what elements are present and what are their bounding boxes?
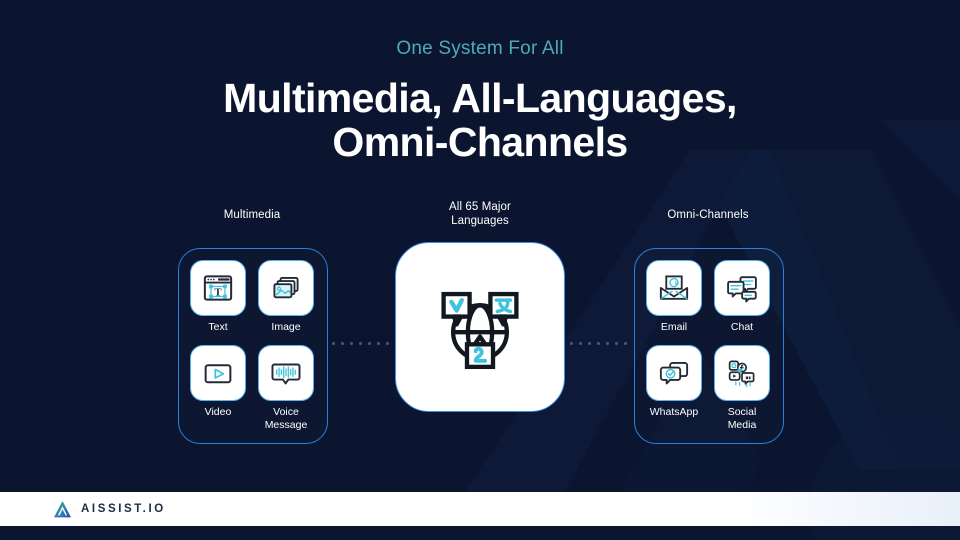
- tile-label-voice-message: Voice Message: [265, 406, 308, 431]
- tile-label-image: Image: [271, 321, 301, 333]
- tile-item-chat[interactable]: Chat: [714, 260, 770, 333]
- tile-label-voice-message-line-2: Message: [264, 418, 308, 431]
- tile-item-email[interactable]: Email: [646, 260, 702, 333]
- chat-bubbles-icon: [727, 276, 757, 303]
- page-title-line-1: Multimedia, All-Languages,: [223, 75, 737, 121]
- voice-waveform-icon: [271, 363, 301, 385]
- tile-image[interactable]: [258, 260, 314, 316]
- svg-text:T: T: [214, 286, 222, 298]
- footer-gradient-accent: [730, 492, 960, 526]
- page-header: One System For All Multimedia, All-Langu…: [0, 0, 960, 165]
- tile-item-text[interactable]: T Text: [190, 260, 246, 333]
- social-media-icon: [728, 360, 755, 388]
- column-title-omni-channels: Omni-Channels: [667, 209, 749, 221]
- eyebrow-text: One System For All: [396, 38, 564, 59]
- tile-chat[interactable]: [714, 260, 770, 316]
- tile-social-media[interactable]: [714, 345, 770, 402]
- video-play-icon: [204, 364, 232, 384]
- whatsapp-bubbles-icon: [659, 362, 689, 385]
- connector-right: [570, 342, 628, 345]
- tile-video[interactable]: [190, 345, 246, 402]
- column-title-languages-line-2: Languages: [451, 215, 509, 228]
- group-panel-multimedia: [178, 248, 328, 444]
- tile-label-email: Email: [660, 321, 688, 333]
- tile-label-voice-message-line-1: Voice: [273, 406, 299, 419]
- center-card-languages[interactable]: [395, 242, 565, 412]
- tile-label-video: Video: [204, 406, 232, 419]
- brand-logo[interactable]: AISSIST.IO: [52, 492, 166, 526]
- tile-grid-multimedia: T Text: [190, 260, 314, 431]
- column-title-multimedia: Multimedia: [223, 209, 281, 221]
- tile-item-social-media[interactable]: Social Media: [714, 345, 770, 431]
- email-envelope-icon: [659, 275, 689, 300]
- tile-item-image[interactable]: Image: [258, 260, 314, 333]
- tile-voice-message[interactable]: [258, 345, 314, 402]
- brand-name: AISSIST.IO: [81, 503, 166, 515]
- tile-label-text: Text: [208, 321, 228, 333]
- column-title-languages-line-1: All 65 Major: [449, 201, 511, 213]
- text-window-icon: T: [203, 275, 233, 301]
- diagram-stage: Multimedia T: [0, 196, 960, 466]
- globe-languages-icon: [441, 291, 519, 370]
- connector-left: [332, 342, 390, 345]
- tile-label-chat: Chat: [730, 321, 754, 333]
- tile-whatsapp[interactable]: [646, 345, 702, 402]
- photo-stack-icon: [273, 277, 299, 299]
- page-title-line-2: Omni-Channels: [332, 119, 628, 166]
- page-title: Multimedia, All-Languages, Omni-Channels: [0, 76, 960, 165]
- footer-bar: AISSIST.IO: [0, 492, 960, 526]
- column-title-languages: All 65 Major Languages: [393, 200, 567, 229]
- aissist-triangle-logo-icon: [53, 500, 72, 517]
- tile-label-social-media-line-2: Media: [727, 418, 757, 431]
- group-panel-omni-channels: [634, 248, 784, 444]
- tile-label-social-media: Social Media: [728, 406, 757, 431]
- tile-item-video[interactable]: Video: [190, 345, 246, 431]
- tile-label-social-media-line-1: Social: [727, 406, 757, 419]
- tile-label-whatsapp: WhatsApp: [649, 406, 699, 419]
- tile-item-whatsapp[interactable]: WhatsApp: [646, 345, 702, 431]
- tile-email[interactable]: [646, 260, 702, 316]
- tile-item-voice-message[interactable]: Voice Message: [258, 345, 314, 431]
- tile-text[interactable]: T: [190, 260, 246, 316]
- tile-grid-omni-channels: Email: [646, 260, 770, 431]
